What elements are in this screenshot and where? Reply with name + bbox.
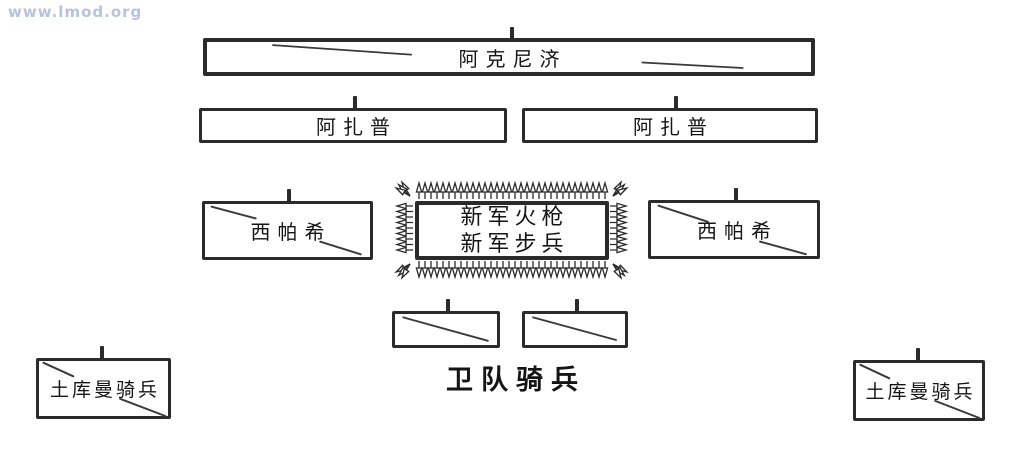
unit-box-sipahi-right: 西帕希 bbox=[648, 188, 820, 259]
unit-box-azap-left: 阿扎普 bbox=[199, 96, 507, 143]
standard-tick-icon bbox=[100, 346, 104, 360]
standard-tick-icon bbox=[916, 348, 920, 362]
unit-box-turkmen-left: 土库曼骑兵 bbox=[36, 346, 171, 419]
standard-tick-icon bbox=[734, 188, 738, 202]
unit-label-guard-cavalry: 卫队骑兵 bbox=[446, 365, 586, 396]
unit-label-akinji: 阿克尼济 bbox=[458, 46, 567, 71]
unit-box-azap-right: 阿扎普 bbox=[522, 96, 818, 143]
standard-tick-icon bbox=[446, 299, 450, 313]
diagonal-mark-icon bbox=[532, 316, 617, 341]
unit-label-janissary: 新军火枪 新军步兵 bbox=[460, 204, 569, 257]
standard-tick-icon bbox=[287, 189, 291, 203]
unit-label-turkmen-right: 土库曼骑兵 bbox=[865, 381, 976, 403]
unit-box-sipahi-left: 西帕希 bbox=[202, 189, 373, 260]
unit-box-guard-left bbox=[392, 299, 500, 348]
unit-label-turkmen-left: 土库曼骑兵 bbox=[49, 379, 160, 401]
diagonal-mark-icon bbox=[402, 316, 489, 342]
standard-tick-icon bbox=[575, 299, 579, 313]
palisade-spike-icon bbox=[394, 180, 629, 280]
unit-label-sipahi-left: 西帕希 bbox=[250, 220, 332, 244]
standard-tick-icon bbox=[510, 27, 514, 41]
standard-tick-icon bbox=[353, 96, 357, 110]
unit-box-janissary: 新军火枪 新军步兵 bbox=[415, 201, 609, 260]
unit-label-azap-right: 阿扎普 bbox=[633, 115, 714, 139]
unit-box-akinji: 阿克尼济 bbox=[203, 27, 815, 76]
unit-label-sipahi-right: 西帕希 bbox=[697, 219, 778, 243]
unit-label-azap-left: 阿扎普 bbox=[316, 115, 397, 139]
standard-tick-icon bbox=[674, 96, 678, 110]
watermark-text: www.lmod.org bbox=[8, 3, 143, 21]
unit-box-turkmen-right: 土库曼骑兵 bbox=[853, 348, 985, 421]
unit-box-guard-right bbox=[522, 299, 628, 348]
